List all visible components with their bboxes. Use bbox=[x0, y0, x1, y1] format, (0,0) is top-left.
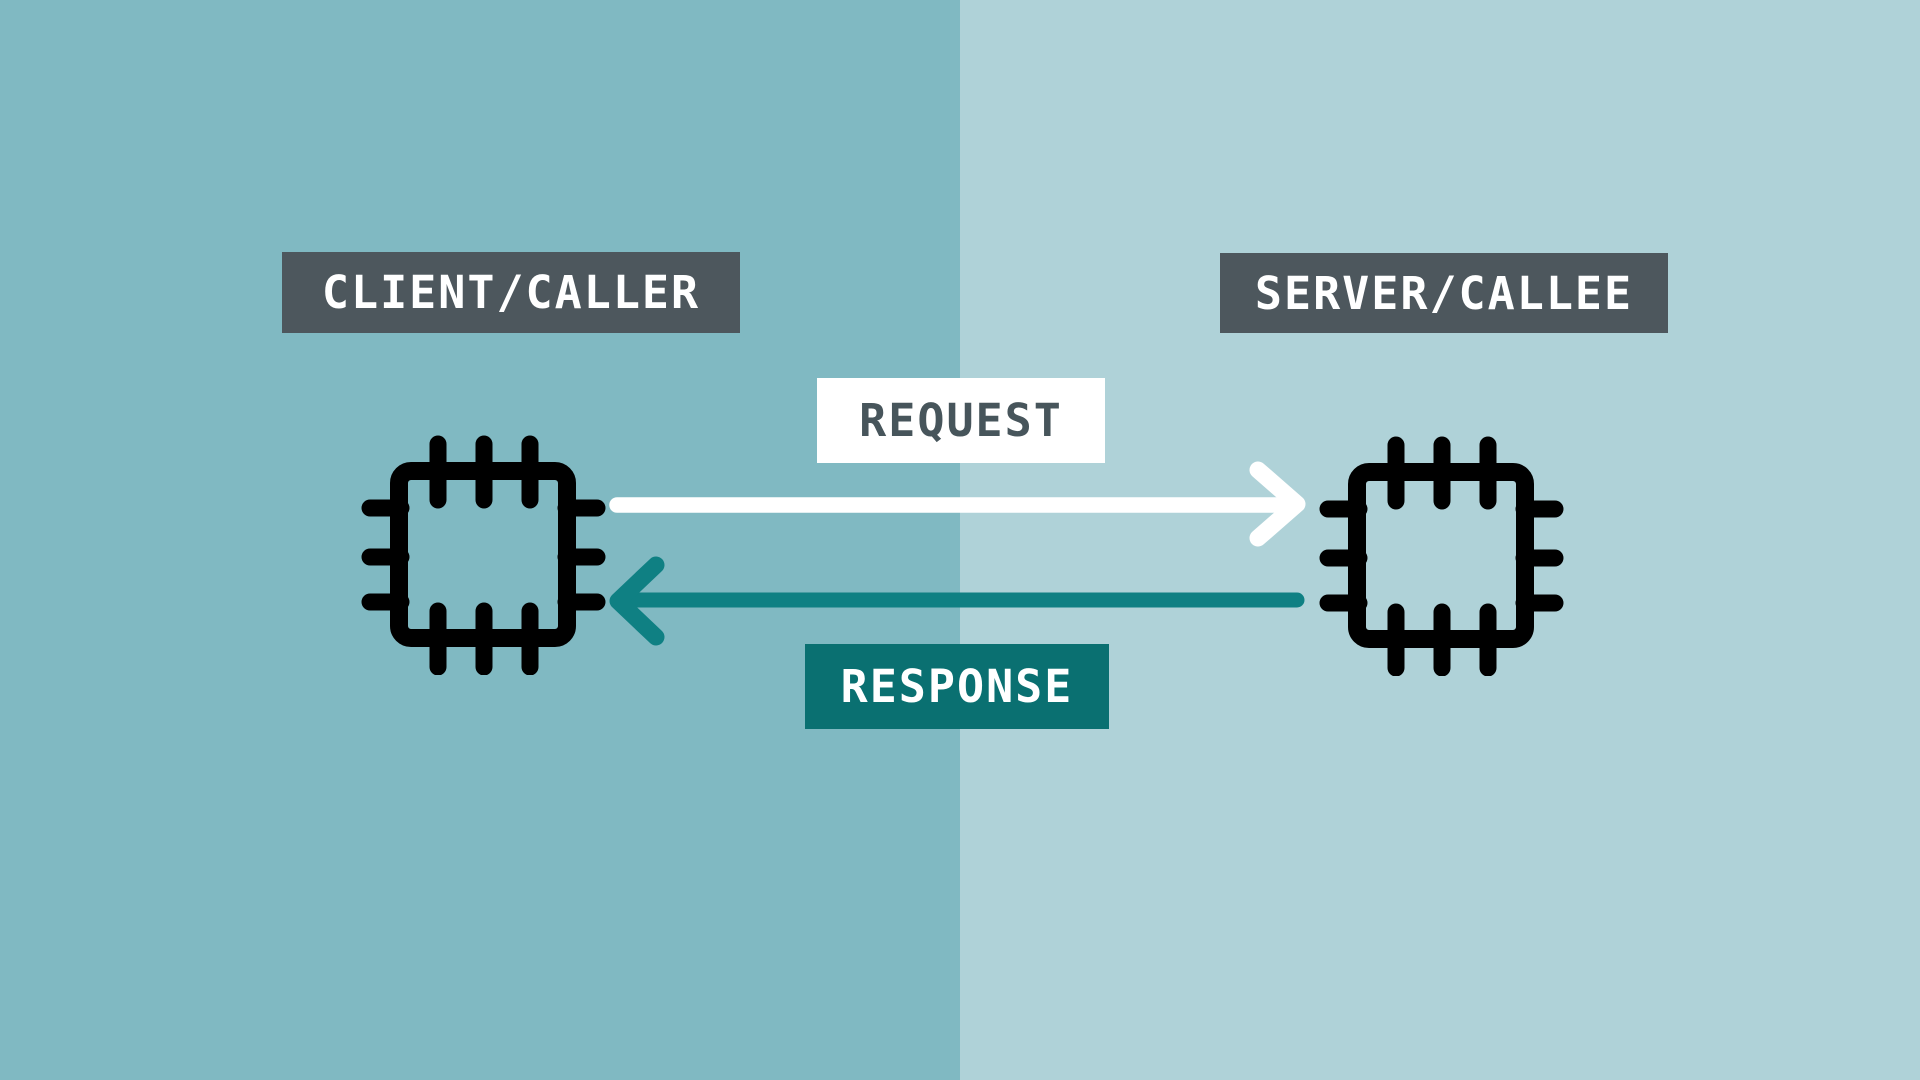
server-side-background bbox=[960, 0, 1920, 1080]
client-caller-text: CLIENT/CALLER bbox=[321, 266, 701, 319]
server-callee-text: SERVER/CALLEE bbox=[1254, 266, 1634, 320]
request-text: REQUEST bbox=[859, 394, 1063, 447]
chip-pins bbox=[361, 435, 606, 675]
server-callee-label: SERVER/CALLEE bbox=[1220, 253, 1668, 333]
response-text: RESPONSE bbox=[840, 660, 1074, 713]
client-chip-icon bbox=[361, 435, 606, 675]
request-label: REQUEST bbox=[817, 378, 1105, 463]
client-caller-label: CLIENT/CALLER bbox=[282, 252, 740, 333]
response-label: RESPONSE bbox=[805, 644, 1109, 729]
client-side-background bbox=[0, 0, 960, 1080]
chip-pins bbox=[1319, 436, 1564, 676]
server-chip-icon bbox=[1319, 436, 1564, 676]
